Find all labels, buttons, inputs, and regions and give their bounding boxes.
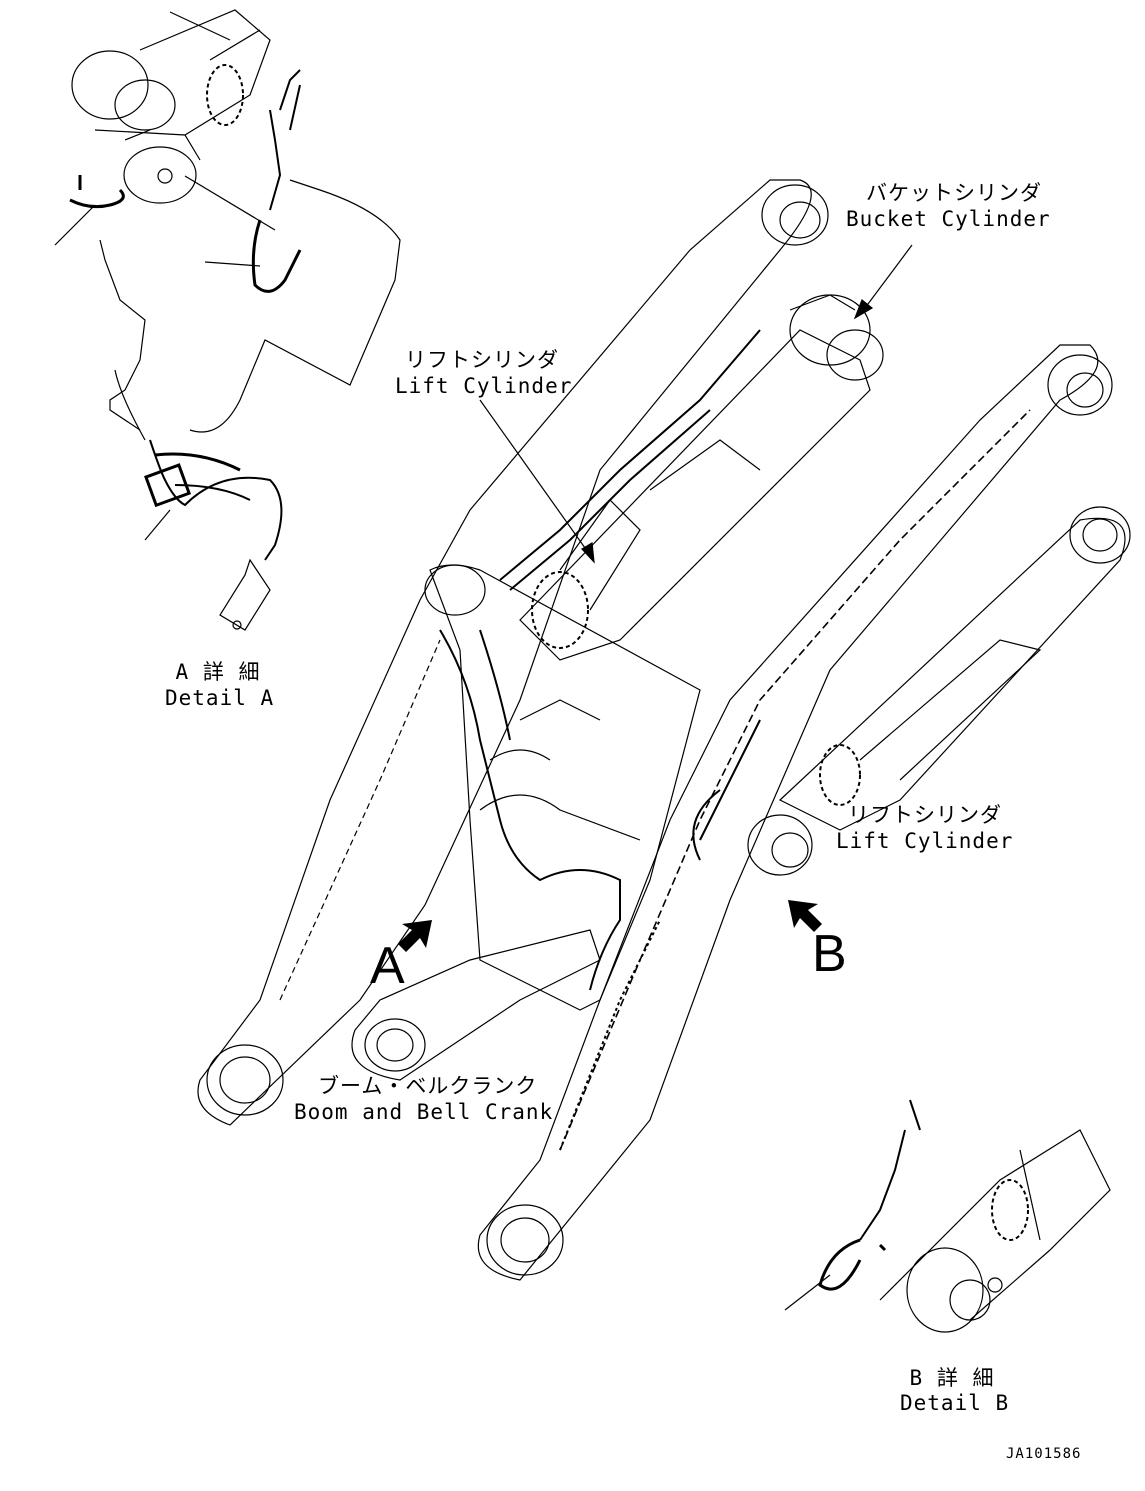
bucket-cylinder-label-en: Bucket Cylinder [846,207,1051,231]
cross-tube [351,564,701,1081]
lift-cylinder-upper-label-jp: リフトシリンダ [405,348,559,372]
view-a-letter: A [370,937,405,995]
detail-a-label-en: Detail A [165,686,275,710]
boom-right [477,344,1113,1281]
view-arrow-a [398,920,432,952]
lift-cylinder-lower-label-en: Lift Cylinder [836,829,1014,853]
boom-bell-crank-label-jp: ブーム・ベルクランク [318,1074,538,1098]
detail-a-drawing [54,9,401,631]
wiring-harness [439,329,761,1151]
view-b-letter: B [812,925,847,983]
drawing-code: JA101586 [1006,1446,1082,1462]
bucket-cylinder [519,294,884,661]
boom-bell-crank-label-en: Boom and Bell Crank [294,1100,554,1124]
lift-cylinder-right [747,506,1131,876]
lift-cylinder-lower-label-jp: リフトシリンダ [848,803,1002,827]
lift-cylinder-upper-label-en: Lift Cylinder [395,374,573,398]
boom-left [197,179,829,1126]
detail-b-label-en: Detail B [900,1391,1010,1415]
detail-b-drawing [784,1099,1111,1333]
detail-a-label-jp: A 詳 細 [175,660,261,684]
bucket-cylinder-label-jp: バケットシリンダ [866,181,1042,205]
detail-b-label-jp: B 詳 細 [909,1366,995,1390]
view-arrow-b [788,900,822,932]
leader-lines [479,244,913,564]
